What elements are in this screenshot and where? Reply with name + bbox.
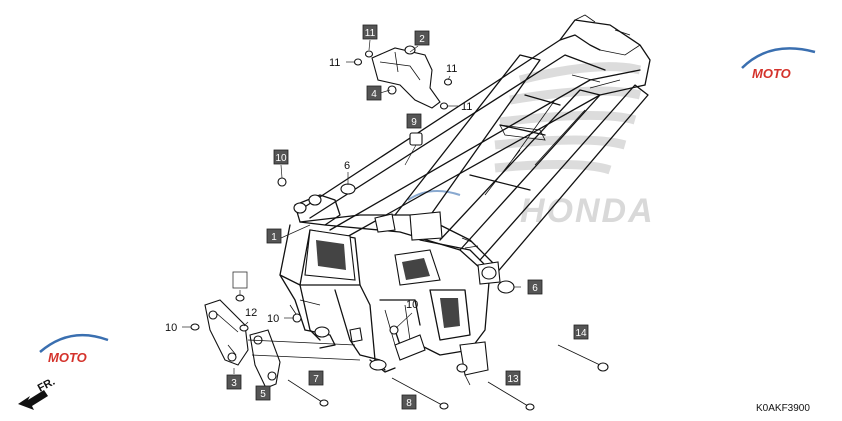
callout-11-left: 11 [329,57,340,69]
callout-10-mid: 10 [267,313,279,325]
callout-3: 3 [226,374,242,390]
svg-text:4: 4 [371,89,377,100]
callout-11-top: 11 [362,24,378,40]
callout-8: 8 [401,394,417,410]
svg-text:9: 9 [411,117,417,128]
svg-text:11: 11 [365,28,376,39]
lower-left-brackets [190,294,361,389]
svg-text:6: 6 [532,283,538,294]
callout-6-right: 6 [527,279,543,295]
main-frame-drawing [279,14,651,386]
svg-text:10: 10 [275,153,287,164]
long-bolts [287,344,609,411]
svg-text:3: 3 [231,378,237,389]
callout-11-right-lower: 11 [461,101,472,113]
leader-lines [182,39,521,390]
callout-7: 7 [308,370,324,386]
svg-text:14: 14 [575,328,587,339]
svg-text:5: 5 [260,389,266,400]
callout-11-right-upper: 11 [446,63,457,75]
callout-12: 12 [245,307,257,319]
callout-14: 14 [573,324,589,340]
moto-logo-center [407,190,461,201]
bushing-part [404,132,423,166]
callout-6-top: 6 [344,160,350,172]
top-bracket-assembly [353,45,453,110]
callout-empty-box [232,271,248,289]
honda-watermark-text: HONDA [520,192,655,230]
callout-10-left: 10 [165,322,177,334]
svg-text:1: 1 [271,232,277,243]
svg-text:8: 8 [406,398,412,409]
diagram-code: K0AKF3900 [756,403,810,414]
svg-text:13: 13 [507,374,519,385]
callout-4: 4 [366,85,382,101]
front-direction-label: FR. [36,376,57,395]
moto-logo-bottom-left: MOTO [39,333,109,365]
moto-logo-text: MOTO [48,350,87,365]
svg-text:2: 2 [419,34,425,45]
moto-logo-text: MOTO [752,66,791,81]
callout-10-center: 10 [406,299,418,311]
callout-2: 2 [414,30,430,46]
moto-logo-top-right: MOTO [741,47,816,81]
callout-5: 5 [255,385,271,401]
callout-13: 13 [505,370,521,386]
svg-text:7: 7 [313,374,319,385]
callout-10-top: 10 [273,149,289,165]
front-direction-arrow: FR. [18,376,57,410]
callout-1: 1 [266,228,282,244]
callout-9: 9 [406,113,422,129]
